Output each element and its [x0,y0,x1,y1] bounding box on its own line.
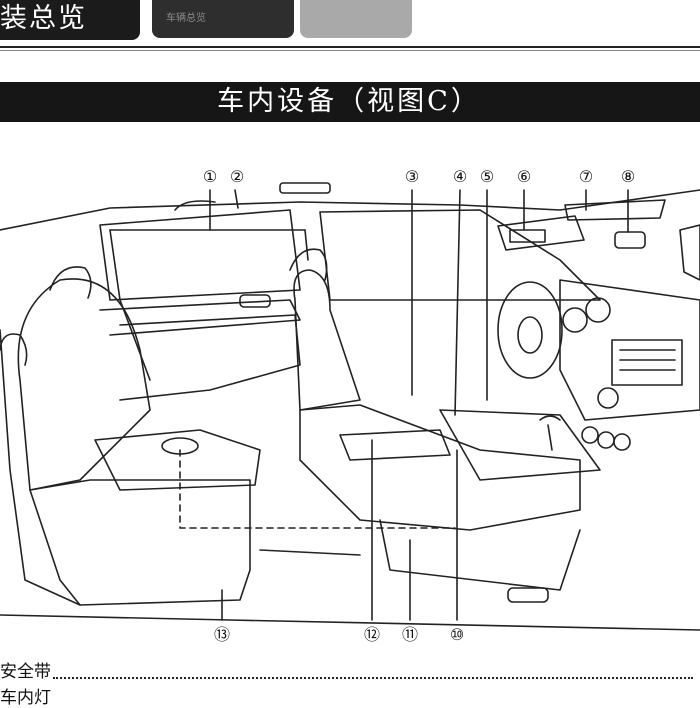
center-console [439,409,601,481]
gauge-left [562,307,588,333]
blank-tab [300,0,412,38]
audio-knob [597,387,619,409]
index-item-interior-light[interactable]: 车内灯 [0,688,700,708]
index-item-label: 安全带 [0,662,51,682]
rear-map-light [279,182,331,194]
callout-6: ⑥ [517,167,531,186]
section-tab: 装总览 [0,0,140,40]
secondary-tab: 车辆总览 [152,0,294,38]
front-seat-side [379,519,581,591]
front-headrest [289,248,328,281]
overhead-console [564,199,666,221]
callout-12: ⑫ [364,625,380,644]
callout-3: ③ [405,167,419,186]
front-seat-cushion [299,404,581,531]
gear-shift [539,415,561,451]
leader-dots [53,665,693,679]
section-tab-label: 装总览 [0,3,87,34]
rear-seat-left [0,329,81,606]
callout-4: ④ [453,167,467,186]
header-rule-thin [0,50,700,51]
index-item-seatbelt[interactable]: 安全带 [0,662,700,682]
index-item-label: 车内灯 [0,688,51,708]
callout-2: ② [230,167,244,186]
front-armrest [339,429,451,461]
rear-center-armrest [94,429,261,491]
leader-13 [179,449,456,529]
roof-line [0,189,700,231]
callout-13: ⑬ [214,625,230,644]
map-light [614,231,646,249]
callout-8: ⑧ [621,167,635,186]
sun-visor [497,215,585,251]
inner-door-handle [239,294,271,308]
rear-seat-back [17,278,151,491]
seatbelt-right [304,229,309,261]
steering-wheel [497,281,563,379]
front-seat-back [293,269,361,411]
rear-headrest-right [0,333,28,366]
front-window [319,209,601,301]
seatbelt [109,229,151,381]
door-panel [119,314,301,401]
callout-11: ⑪ [402,625,418,644]
rear-window [99,209,301,301]
callout-1: ① [203,167,217,186]
interior-diagram: ① ② ③ ④ ⑤ ⑥ ⑦ ⑧ ⑩ ⑪ ⑫ ⑬ [0,150,700,655]
vent-knob-3 [613,433,631,451]
vent-knob-1 [581,426,599,444]
seat-lever [507,587,549,603]
gauge-right [585,297,611,323]
header-rule [0,46,700,48]
vanity-mirror [509,229,546,243]
page-title-text: 车内设备（视图C） [217,86,481,117]
steering-hub [517,316,543,354]
callout-10: ⑩ [450,625,464,644]
rear-headrest-left [49,266,92,299]
instrument-panel [559,279,700,421]
secondary-tab-label: 车辆总览 [166,13,206,24]
callout-7: ⑦ [579,167,593,186]
interior-illustration: ① ② ③ ④ ⑤ ⑥ ⑦ ⑧ ⑩ ⑪ ⑫ ⑬ [0,167,700,644]
callout-5: ⑤ [480,167,494,186]
vent-knob-2 [597,431,615,449]
right-visor [679,224,700,281]
page-title: 车内设备（视图C） [0,82,700,122]
audio-unit [611,339,683,386]
rear-seat-cushion [29,479,251,606]
